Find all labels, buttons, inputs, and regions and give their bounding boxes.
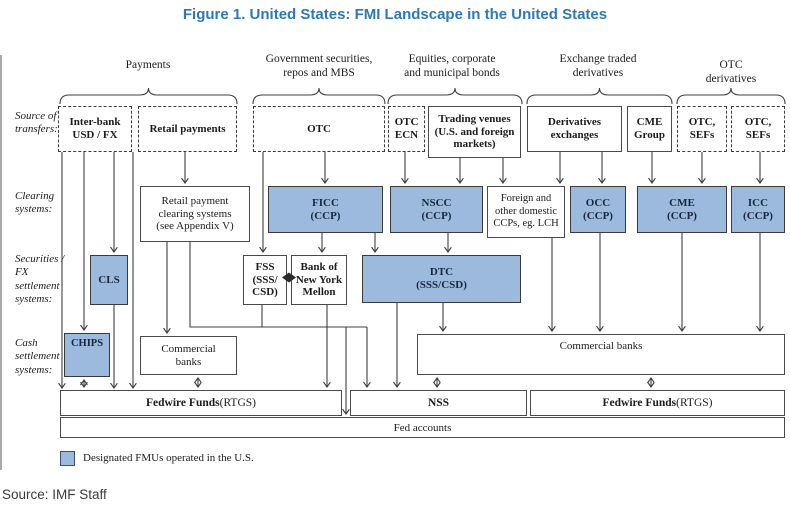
row-label-source-of-transfers: Source of transfers: xyxy=(15,110,58,136)
row-label-cash-settlement: Cash settlement systems: xyxy=(15,337,60,376)
node-fss: FSS(SSS/ CSD) xyxy=(243,255,287,305)
figure-title: Figure 1. United States: FMI Landscape i… xyxy=(182,6,608,23)
node-otc-sefs-1: OTC, SEFs xyxy=(677,106,727,152)
node-icc-ccp: ICC(CCP) xyxy=(731,186,785,233)
node-chips: CHIPS xyxy=(64,333,110,377)
node-commercial-banks-wide: Commercial banks xyxy=(417,334,785,375)
node-commercial-banks-left: Commercial banks xyxy=(140,336,237,375)
node-nscc-ccp: NSCC(CCP) xyxy=(390,186,483,233)
node-retail-payments: Retail payments xyxy=(138,106,237,152)
column-header-otc-derivatives: OTC derivatives xyxy=(705,59,757,86)
node-cls: CLS xyxy=(90,255,128,305)
source-note: Source: IMF Staff xyxy=(2,487,107,502)
bar-fedwire-funds-left: Fedwire Funds (RTGS) xyxy=(60,390,342,416)
bar-fedwire-funds-right: Fedwire Funds (RTGS) xyxy=(530,390,785,416)
column-header-govsec: Government securities, repos and MBS xyxy=(265,53,373,80)
node-interbank-usd-fx: Inter-bank USD / FX xyxy=(58,106,132,152)
node-dtc: DTC(SSS/CSD) xyxy=(362,255,521,303)
legend-fmu-swatch xyxy=(60,451,75,466)
column-header-exchange-traded: Exchange traded derivatives xyxy=(559,53,637,80)
node-trading-venues: Trading venues (U.S. and foreign markets… xyxy=(428,106,521,158)
node-foreign-ccps: Foreign and other domestic CCPs, eg. LCH xyxy=(487,186,565,238)
node-occ-ccp: OCC(CCP) xyxy=(570,186,626,233)
node-cme-ccp: CME(CCP) xyxy=(637,186,727,233)
connector-arrows xyxy=(62,152,760,414)
node-retail-clearing-systems: Retail payment clearing systems (see App… xyxy=(140,186,250,242)
node-otc-govsec: OTC xyxy=(253,106,385,152)
double-arrows xyxy=(84,378,651,387)
node-otc-ecn: OTC ECN xyxy=(388,106,425,152)
connector-elbows xyxy=(189,242,367,328)
column-header-equities: Equities, corporate and municipal bonds xyxy=(404,53,500,80)
node-derivatives-exchanges: Derivatives exchanges xyxy=(527,106,622,152)
node-otc-sefs-2: OTC, SEFs xyxy=(731,106,785,152)
bar-nss: NSS xyxy=(350,390,527,416)
legend-fmu-label: Designated FMUs operated in the U.S. xyxy=(83,452,254,464)
node-cme-group: CME Group xyxy=(627,106,672,152)
fss-bnym-link-diamond xyxy=(282,272,296,283)
node-ficc-ccp: FICC(CCP) xyxy=(268,186,383,233)
column-header-payments: Payments xyxy=(125,59,171,71)
row-label-securities-settlement: Securities / FX settlement systems: xyxy=(15,253,65,306)
bar-fed-accounts: Fed accounts xyxy=(60,417,785,438)
column-braces xyxy=(59,87,786,105)
row-label-clearing-systems: Clearing systems: xyxy=(15,190,55,216)
